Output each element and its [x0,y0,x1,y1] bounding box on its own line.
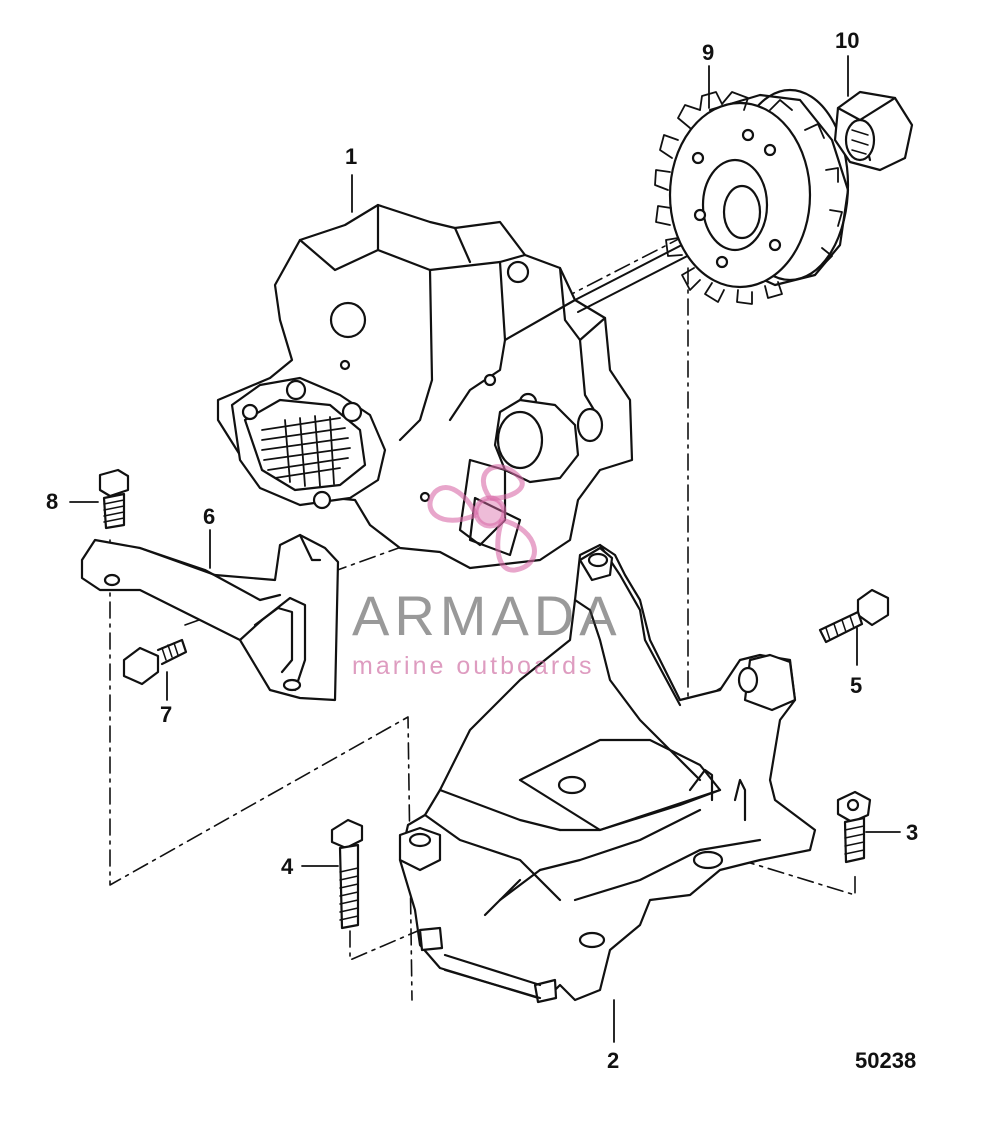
callout-2: 2 [607,1048,620,1073]
bracket [80,533,340,702]
leader-lines [69,55,901,1043]
screw-8 [98,468,130,530]
drive-gear [654,88,850,305]
callout-8: 8 [46,489,59,514]
cover-ribs [261,415,351,487]
callout-9: 9 [702,40,715,65]
armada-propeller-logo [427,464,537,573]
watermark-tagline: marine outboards [352,652,595,680]
figure-number: 50238 [855,1048,917,1073]
callout-10: 10 [835,28,860,53]
mounting-bracket [398,543,817,1004]
fuel-pump [216,203,743,570]
bolt-7 [122,638,188,686]
callout-7: 7 [160,702,173,727]
screw-3 [836,790,872,864]
callout-5: 5 [850,673,863,698]
callout-1: 1 [345,144,358,169]
screw-5 [818,588,890,644]
screw-4 [330,818,364,930]
callout-3: 3 [906,820,919,845]
hex-nut [833,90,914,172]
gear-teeth [654,91,843,305]
watermark-name: ARMADA [352,584,622,647]
callout-6: 6 [203,504,216,529]
callout-4: 4 [281,854,294,879]
